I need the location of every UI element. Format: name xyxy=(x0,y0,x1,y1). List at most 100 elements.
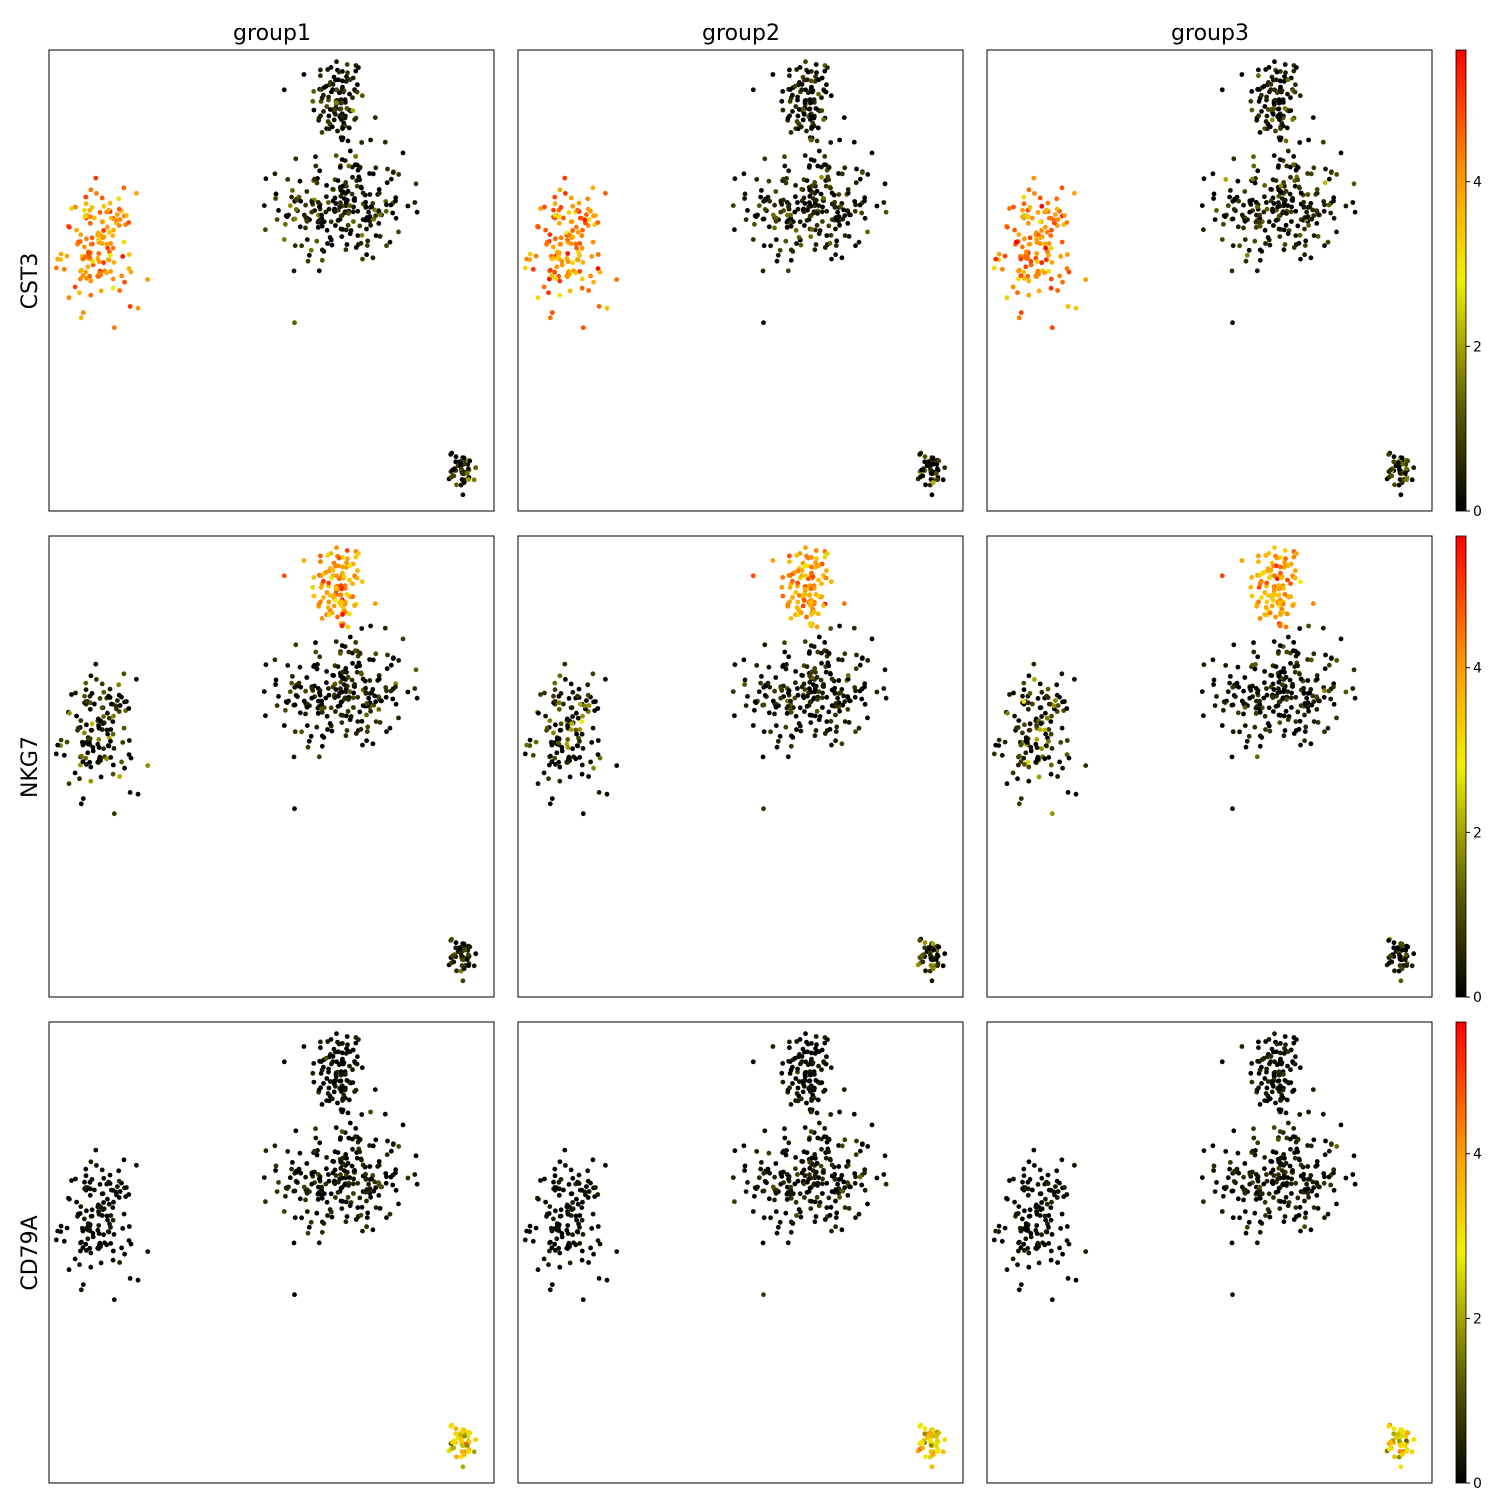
scatter-point xyxy=(559,748,565,754)
scatter-point xyxy=(93,661,99,667)
scatter-point xyxy=(853,1174,858,1180)
scatter-point xyxy=(923,968,928,974)
scatter-point xyxy=(339,720,345,725)
scatter-point xyxy=(1325,239,1331,245)
scatter-point xyxy=(343,1199,349,1205)
scatter-point xyxy=(414,695,420,701)
scatter-point xyxy=(1297,1157,1302,1163)
scatter-point xyxy=(752,1193,757,1199)
scatter-point xyxy=(535,1267,541,1273)
scatter-point xyxy=(1028,262,1034,268)
scatter-point xyxy=(1276,1165,1282,1171)
scatter-point xyxy=(1322,1152,1328,1158)
scatter-point xyxy=(836,192,842,197)
scatter-point xyxy=(883,209,889,215)
scatter-point xyxy=(1264,599,1270,605)
scatter-point xyxy=(82,1179,87,1185)
scatter-point xyxy=(792,695,798,701)
scatter-point xyxy=(568,219,574,225)
panel-cst3-group1 xyxy=(48,49,495,512)
scatter-point xyxy=(1020,693,1025,699)
scatter-point xyxy=(325,605,331,610)
scatter-point xyxy=(356,65,361,70)
scatter-point xyxy=(807,1165,813,1171)
scatter-point xyxy=(1036,1260,1042,1266)
scatter-point xyxy=(370,657,376,663)
scatter-point xyxy=(1227,1166,1232,1172)
scatter-point xyxy=(797,1191,803,1197)
scatter-point xyxy=(1060,765,1065,771)
scatter-point xyxy=(798,124,804,130)
scatter-point xyxy=(1285,563,1291,569)
colorbar-tick-label: 2 xyxy=(1473,825,1482,841)
scatter-point xyxy=(1034,1209,1039,1214)
scatter-point xyxy=(1201,227,1206,233)
panel-nkg7-group1 xyxy=(48,535,495,998)
scatter-point xyxy=(1278,227,1284,232)
scatter-point xyxy=(1302,1215,1308,1220)
scatter-point xyxy=(1225,203,1231,209)
scatter-point xyxy=(1039,260,1044,266)
scatter-point xyxy=(804,1190,810,1195)
panel-cst3-group3 xyxy=(986,49,1433,512)
scatter-point xyxy=(96,737,102,742)
scatter-point xyxy=(1278,1050,1283,1056)
scatter-point xyxy=(859,1142,865,1147)
scatter-point xyxy=(552,680,558,686)
scatter-point xyxy=(1028,1231,1034,1236)
scatter-point xyxy=(83,269,89,275)
scatter-point xyxy=(384,202,389,208)
scatter-point xyxy=(84,236,89,242)
scatter-point xyxy=(1322,666,1328,672)
scatter-point xyxy=(96,1209,101,1214)
scatter-point xyxy=(462,947,468,953)
scatter-point xyxy=(1237,729,1242,735)
scatter-point xyxy=(388,1148,394,1154)
scatter-point xyxy=(371,702,377,708)
scatter-point xyxy=(363,205,369,210)
scatter-point xyxy=(799,672,805,678)
scatter-point xyxy=(1322,202,1327,208)
scatter-point xyxy=(1343,689,1349,695)
scatter-point xyxy=(790,1064,795,1070)
scatter-point xyxy=(330,87,336,92)
scatter-point xyxy=(82,730,87,736)
scatter-point xyxy=(1262,680,1267,686)
scatter-point xyxy=(274,217,280,223)
scatter-point xyxy=(1230,702,1236,708)
scatter-point xyxy=(805,555,811,561)
scatter-point xyxy=(796,107,802,112)
scatter-point xyxy=(1059,1157,1065,1163)
scatter-point xyxy=(549,742,555,748)
scatter-point xyxy=(742,677,748,683)
scatter-point xyxy=(832,691,838,696)
scatter-point xyxy=(1227,680,1232,686)
scatter-point xyxy=(1307,1176,1312,1182)
scatter-point xyxy=(1043,710,1048,716)
scatter-point xyxy=(390,656,396,661)
scatter-point xyxy=(346,163,352,169)
scatter-point xyxy=(1283,70,1288,76)
scatter-point xyxy=(800,117,806,123)
scatter-point xyxy=(1315,234,1321,239)
scatter-point xyxy=(311,1061,317,1066)
scatter-point xyxy=(72,770,78,776)
scatter-point xyxy=(311,89,317,94)
scatter-point xyxy=(857,688,863,694)
scatter-point xyxy=(1048,1217,1054,1223)
scatter-point xyxy=(326,1178,332,1184)
scatter-point xyxy=(338,1172,343,1178)
scatter-point xyxy=(99,1167,105,1173)
scatter-point xyxy=(1055,1260,1060,1265)
scatter-point xyxy=(852,1180,858,1186)
scatter-point xyxy=(603,190,608,196)
scatter-point xyxy=(1282,183,1287,189)
scatter-point xyxy=(119,1245,124,1251)
scatter-point xyxy=(793,1199,799,1205)
scatter-point xyxy=(1256,113,1261,119)
scatter-point xyxy=(1012,1199,1017,1205)
scatter-point xyxy=(816,203,822,209)
scatter-point xyxy=(795,94,800,100)
scatter-point xyxy=(552,1185,558,1190)
scatter-point xyxy=(536,224,541,230)
